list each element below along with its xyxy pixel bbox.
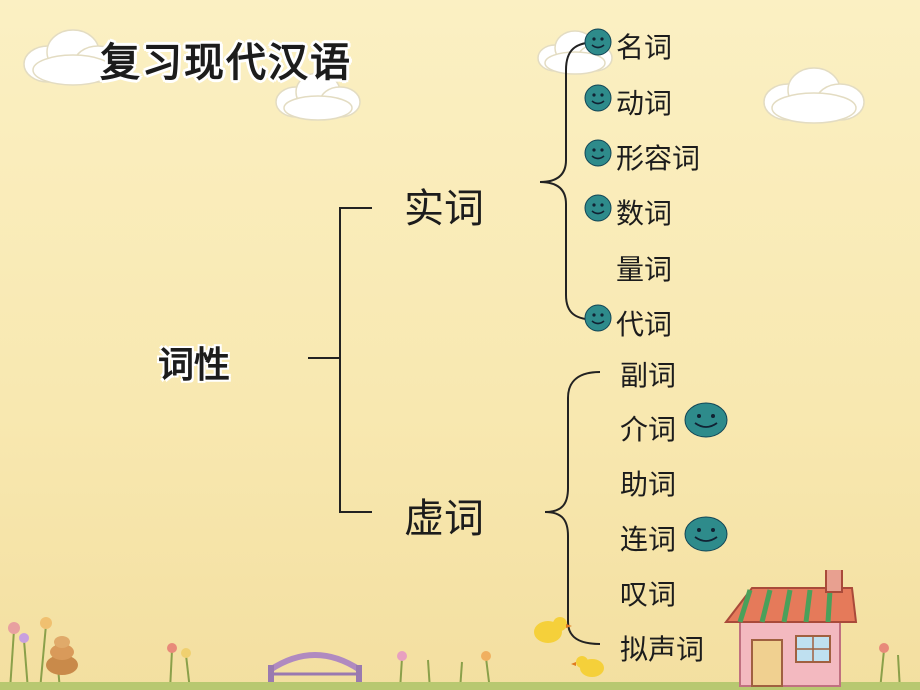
word-item: 名词 xyxy=(616,31,673,64)
word-item: 拟声词 xyxy=(620,633,705,666)
ground-decoration xyxy=(0,570,920,690)
word-item: 动词 xyxy=(616,87,673,120)
cloud-icon xyxy=(763,67,865,124)
function-words-brace xyxy=(544,371,601,645)
root-label: 词性 xyxy=(158,345,231,386)
cloud-icon xyxy=(23,29,123,86)
hive-icon xyxy=(46,636,78,675)
smiley-icon xyxy=(684,516,728,552)
word-item: 数词 xyxy=(616,197,673,230)
smiley-icon xyxy=(584,28,612,56)
house-icon xyxy=(723,570,858,687)
word-item: 介词 xyxy=(620,413,677,446)
word-item: 助词 xyxy=(620,468,677,501)
word-item: 连词 xyxy=(620,523,677,556)
smiley-icon xyxy=(584,194,612,222)
word-item: 代词 xyxy=(616,308,673,341)
word-item: 叹词 xyxy=(620,578,677,611)
category-bracket xyxy=(339,207,372,513)
category-function-words: 虚词 xyxy=(404,496,484,542)
content-words-brace xyxy=(539,41,599,321)
word-item: 量词 xyxy=(616,253,673,286)
word-item: 形容词 xyxy=(616,142,701,175)
smiley-icon xyxy=(584,304,612,332)
word-item: 副词 xyxy=(620,359,677,392)
flower-icon xyxy=(8,617,889,661)
grass-strip xyxy=(0,682,920,690)
slide-title: 复习现代汉语 xyxy=(100,40,352,86)
cloud-icon xyxy=(275,72,361,121)
smiley-icon xyxy=(584,84,612,112)
smiley-icon xyxy=(584,139,612,167)
category-content-words: 实词 xyxy=(404,186,484,232)
chick-icon xyxy=(534,617,572,643)
smiley-icon xyxy=(684,402,728,438)
chick-icon xyxy=(571,656,604,677)
bridge-icon xyxy=(268,652,362,685)
